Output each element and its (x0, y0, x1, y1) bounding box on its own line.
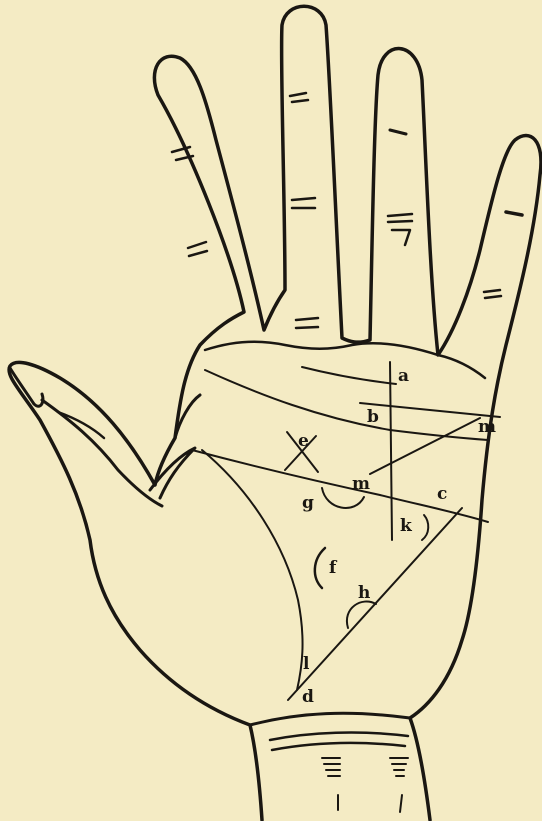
line-through-a (302, 367, 396, 384)
label-e: e (298, 431, 309, 451)
label-f: f (329, 558, 338, 578)
wrist-line (250, 713, 410, 725)
wrist-tendon-hatching (322, 758, 408, 812)
arc-f (315, 548, 325, 588)
wrist-crease-upper (270, 733, 408, 740)
label-d: d (302, 687, 314, 707)
line-b-to-m (360, 403, 500, 417)
label-h: h (358, 583, 370, 603)
upper-curved-line (205, 370, 488, 440)
arc-h (347, 601, 376, 628)
label-c: c (437, 484, 447, 504)
label-m-upper: m (478, 417, 496, 437)
thumb-inner-edge (42, 400, 162, 506)
vertical-line-a-k (390, 362, 392, 540)
label-a: a (398, 366, 409, 386)
arc-k (422, 515, 428, 540)
thumb-crease (58, 412, 104, 438)
life-line (202, 450, 303, 690)
diagonal-m-line (370, 418, 480, 474)
label-k: k (400, 516, 413, 536)
finger-creases (172, 93, 522, 328)
label-g: g (302, 493, 314, 513)
label-b: b (367, 407, 379, 427)
label-l: l (303, 654, 310, 674)
label-m-lower: m (352, 474, 370, 494)
wrist-crease-lower (272, 743, 405, 750)
